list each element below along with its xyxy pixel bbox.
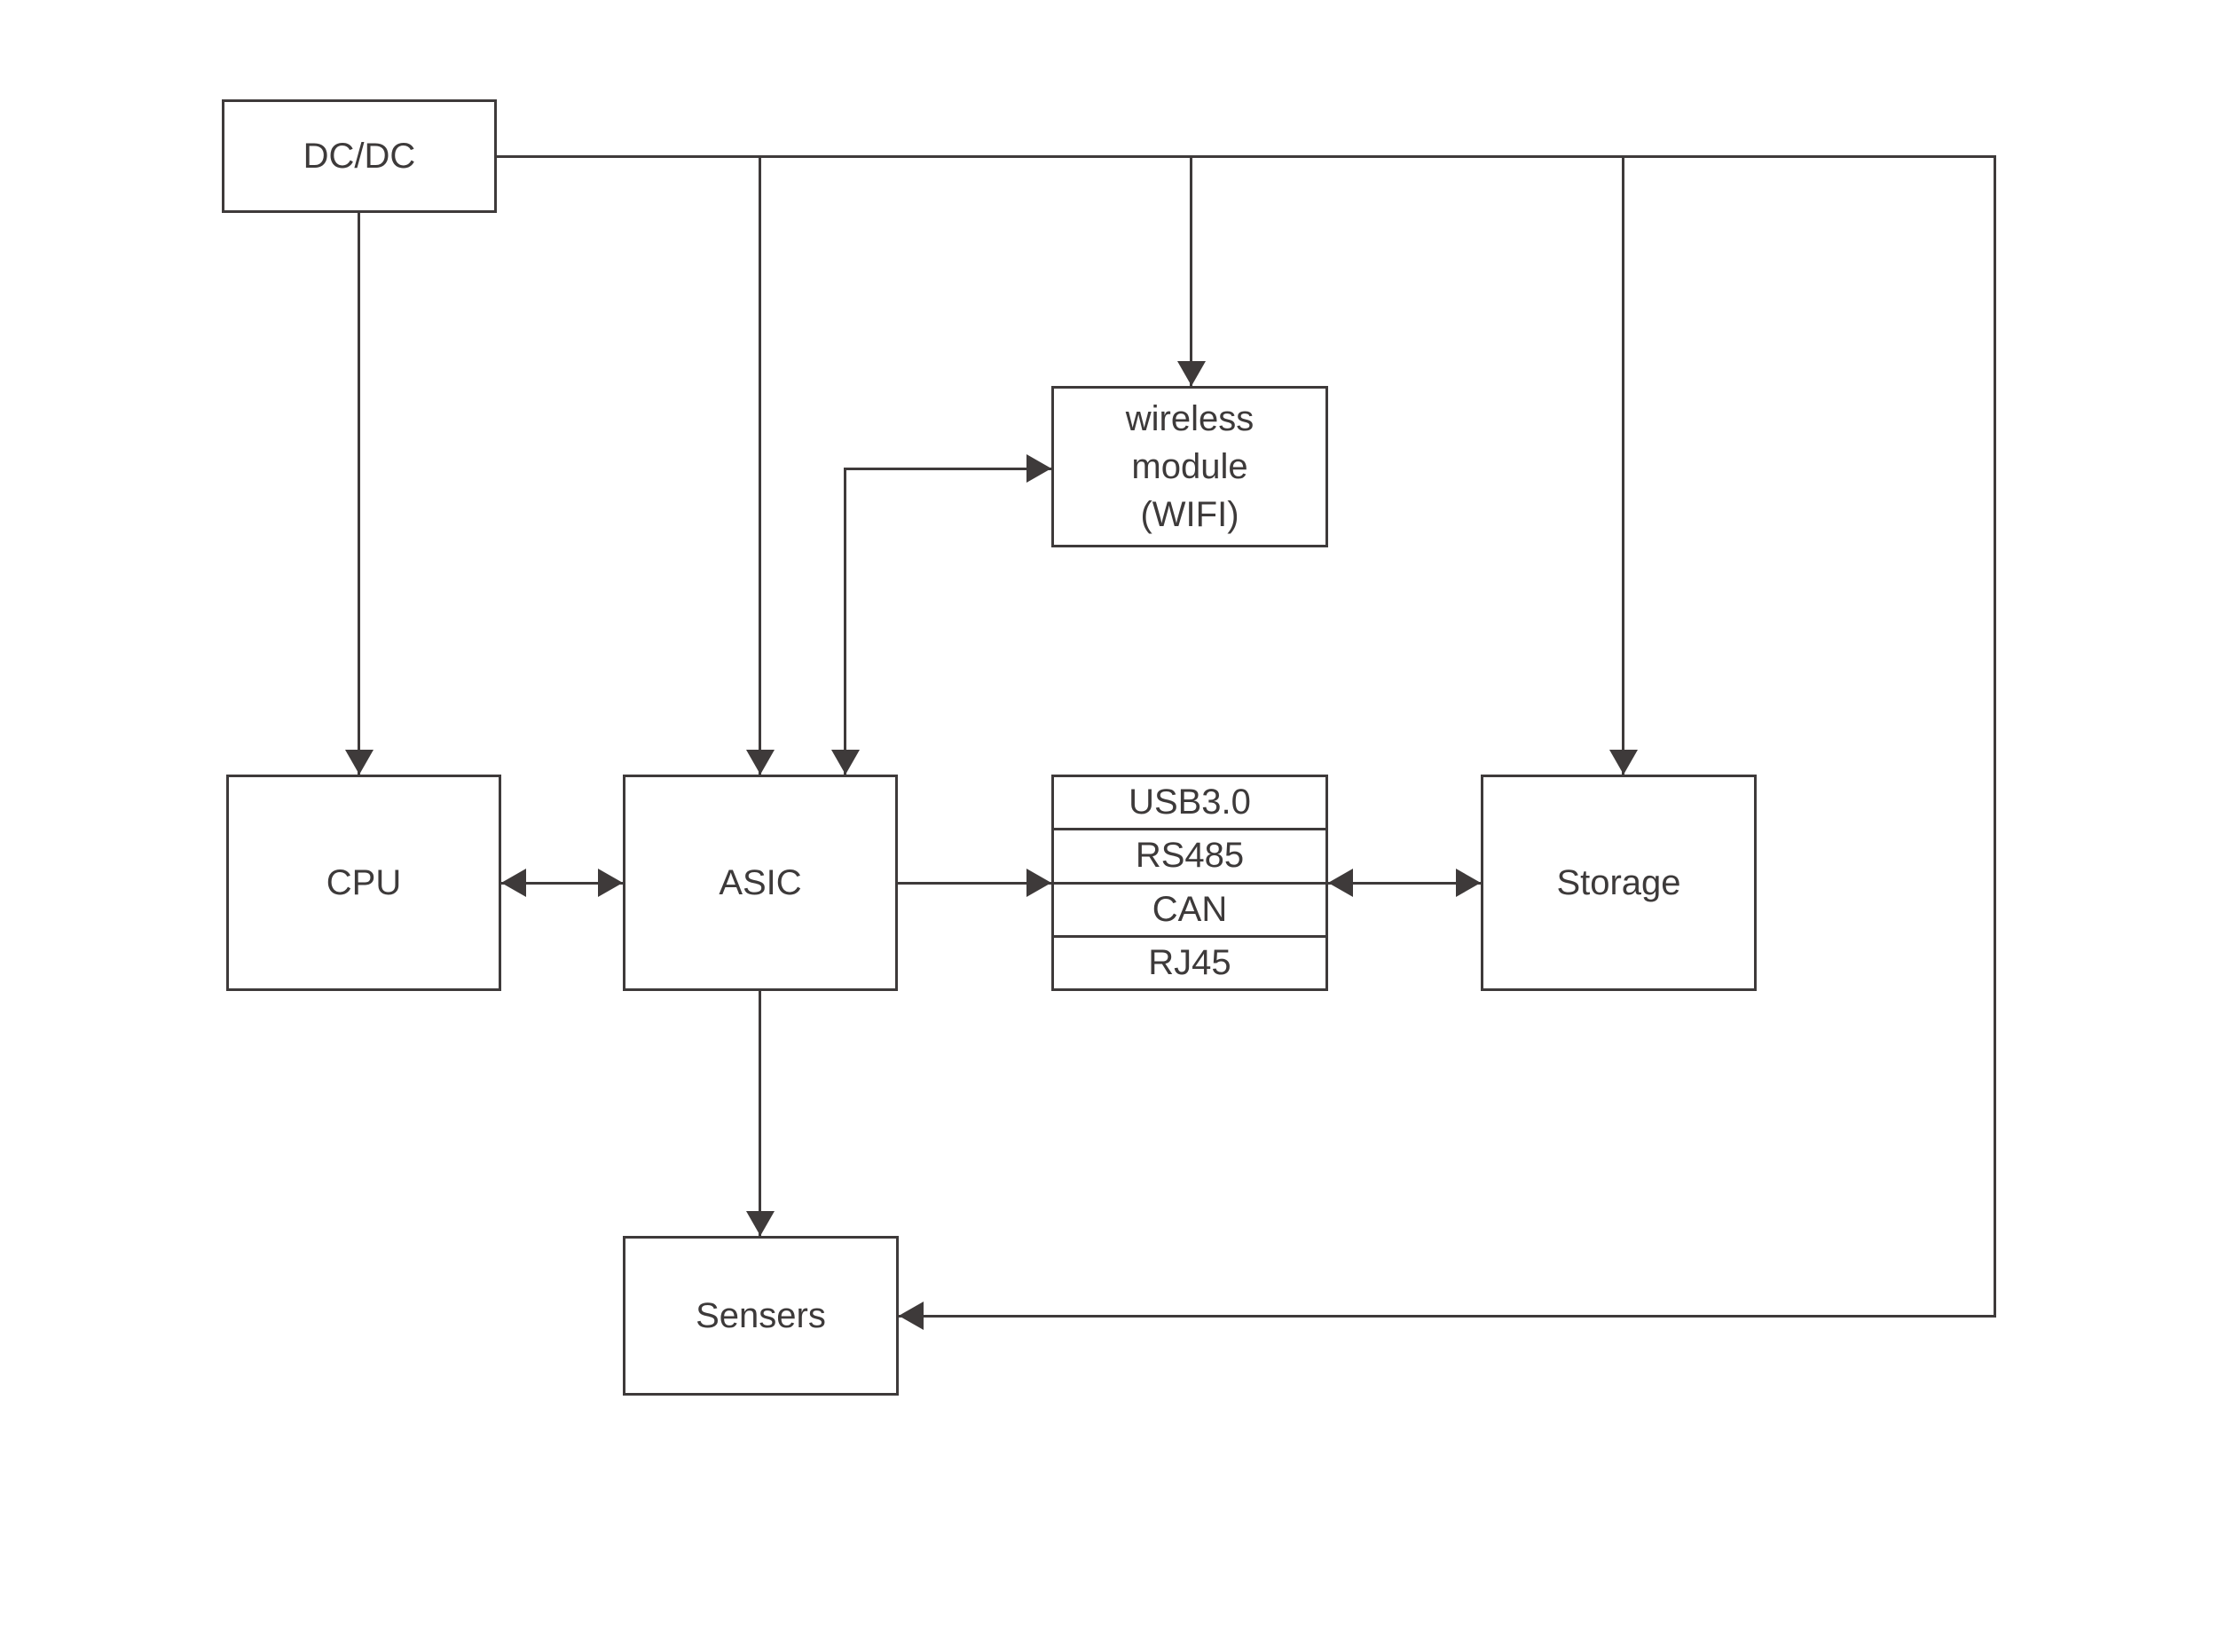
node-sensors-label: Sensers [696,1296,826,1335]
connector-asic-wireless-vertical [844,468,846,775]
arrowhead-wireless-into-asic [831,750,860,775]
interface-row-rj45: RJ45 [1054,938,1325,988]
connector-asic-interfaces [898,882,1051,885]
connector-power-loop-top [497,155,1996,158]
node-interface-stack: USB3.0 RS485 CAN RJ45 [1051,775,1328,991]
connector-asic-to-sensors [759,991,761,1236]
connector-cpu-asic [501,882,623,885]
arrowhead-power-into-asic [746,750,775,775]
interface-row-usb30-label: USB3.0 [1129,783,1251,822]
interface-row-can-label: CAN [1152,889,1228,929]
arrowhead-into-cpu [345,750,374,775]
interface-row-rs485-label: RS485 [1135,836,1245,876]
connector-power-to-storage [1622,155,1624,775]
node-cpu: CPU [226,775,501,991]
interface-row-rj45-label: RJ45 [1148,942,1231,982]
connector-power-to-asic [759,155,761,775]
connector-power-to-wireless [1190,155,1192,386]
node-sensors: Sensers [623,1236,899,1396]
interface-row-rs485: RS485 [1054,830,1325,885]
connector-asic-wireless-horizontal [844,468,1051,470]
arrowhead-into-storage-top [1609,750,1638,775]
node-storage-label: Storage [1556,863,1681,902]
connector-power-loop-bottom-to-sensors [899,1315,1996,1318]
node-wireless-module-label: wireless module (WIFI) [1125,399,1255,534]
arrowhead-into-cpu-right [501,869,526,897]
arrowhead-into-sensors-right [899,1302,924,1330]
node-wireless-module: wireless module (WIFI) [1051,386,1328,547]
arrowhead-into-sensors-top [746,1211,775,1236]
node-asic-label: ASIC [719,863,802,902]
arrowhead-into-wireless-top [1177,361,1206,386]
arrowhead-into-asic-left [598,869,623,897]
arrowhead-into-interfaces-right [1328,869,1353,897]
node-dcdc-label: DC/DC [303,137,416,176]
interface-row-can: CAN [1054,885,1325,938]
connector-dcdc-to-cpu [358,213,360,775]
node-storage: Storage [1481,775,1757,991]
interface-row-usb30: USB3.0 [1054,777,1325,831]
node-cpu-label: CPU [326,863,402,902]
connector-power-loop-right [1994,155,1996,1317]
arrowhead-into-interfaces-left [1026,869,1051,897]
arrowhead-into-wireless-left [1026,454,1051,483]
arrowhead-into-storage-left [1456,869,1481,897]
node-dcdc: DC/DC [222,99,497,213]
connector-interfaces-storage [1328,882,1481,885]
node-asic: ASIC [623,775,898,991]
